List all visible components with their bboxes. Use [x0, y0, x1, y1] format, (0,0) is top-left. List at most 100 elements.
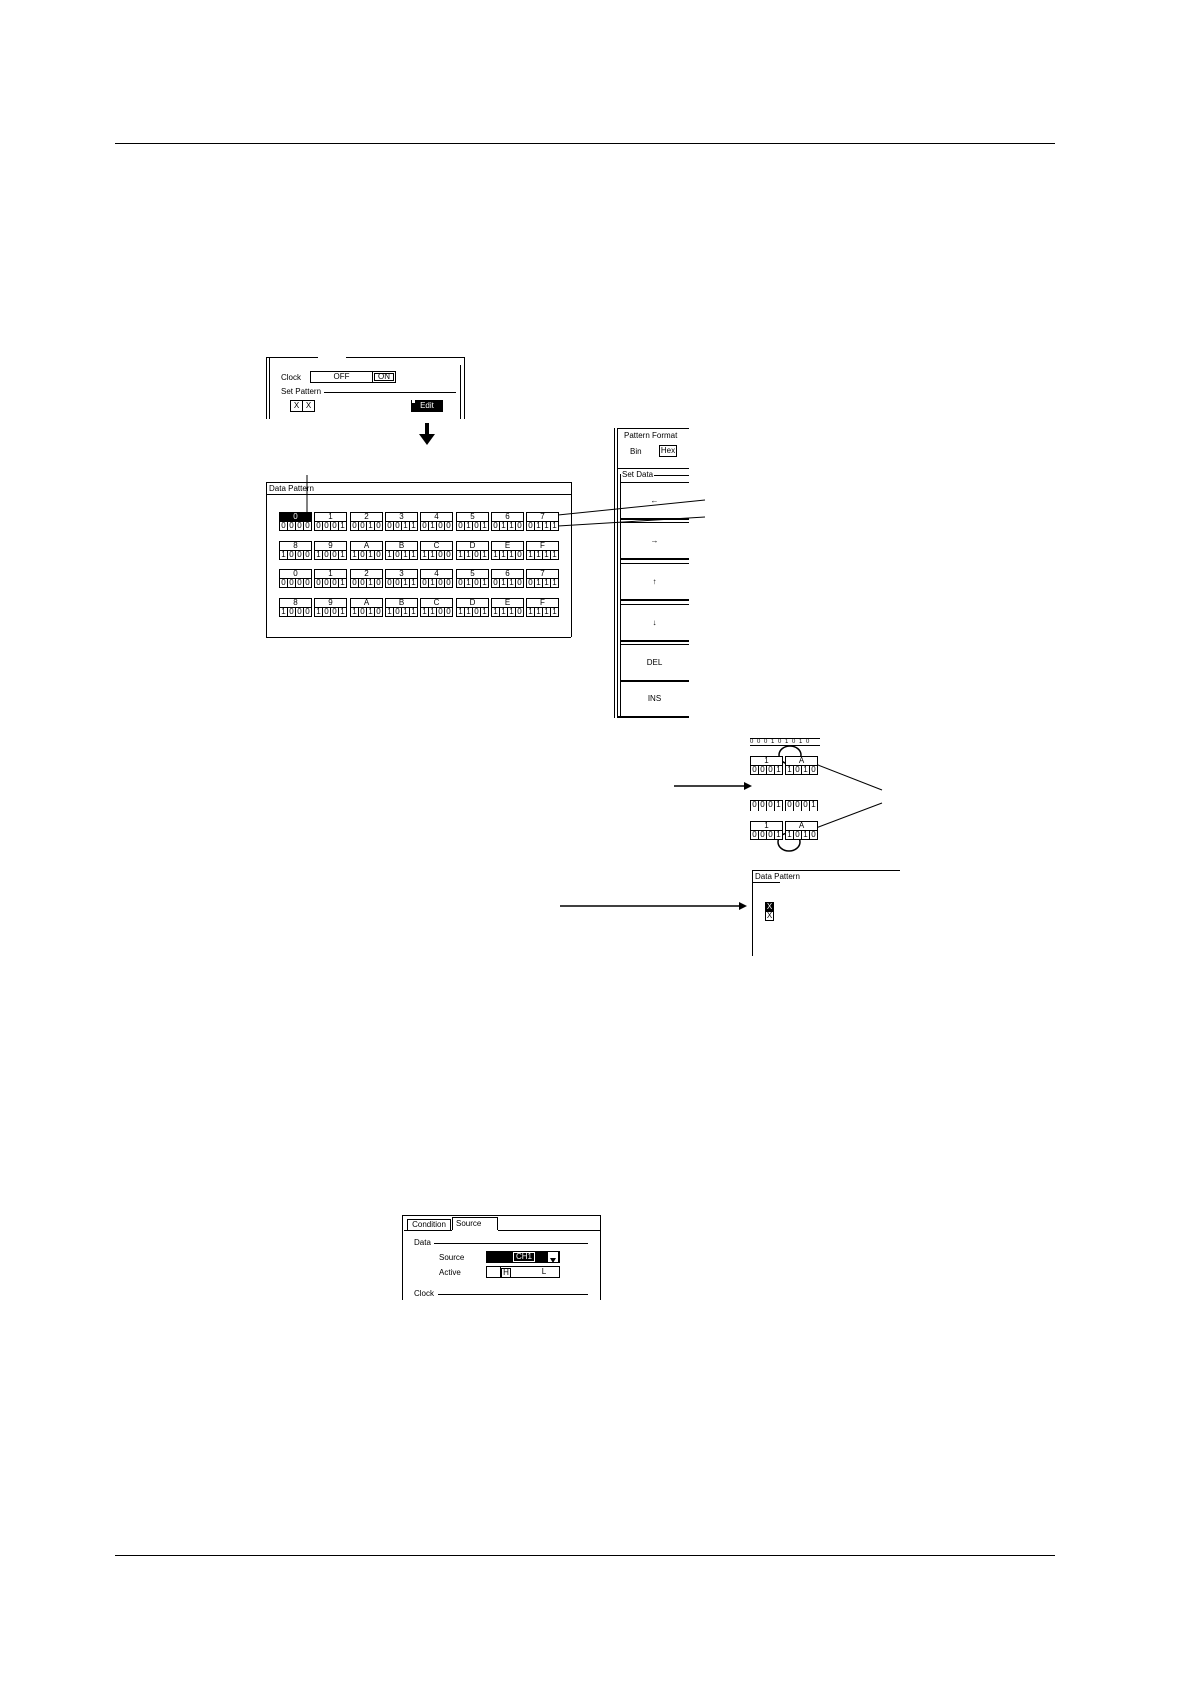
bit: 1 — [550, 521, 559, 531]
tab-source[interactable]: Source — [452, 1217, 498, 1230]
bit: 0 — [515, 550, 524, 560]
edit-button[interactable]: Edit — [411, 400, 443, 412]
cleared-pattern-detail: Data Pattern X X — [752, 870, 900, 956]
pattern-format-label: Pattern Format — [624, 431, 678, 440]
bit: 0 — [766, 801, 774, 811]
delete-key[interactable]: DEL — [620, 644, 689, 682]
active-toggle[interactable]: H L — [486, 1266, 560, 1278]
dialog-edge — [266, 357, 267, 419]
bit: 1 — [338, 578, 347, 588]
bit: 0 — [515, 607, 524, 617]
bit: 0 — [374, 607, 383, 617]
clock-label: Clock — [281, 373, 302, 382]
panel-edge — [617, 428, 618, 718]
before-cell: A 1 0 1 0 — [785, 756, 818, 776]
bit: 1 — [338, 607, 347, 617]
insert-key[interactable]: INS — [620, 680, 689, 718]
dialog-edge — [464, 357, 465, 419]
up-arrow-key[interactable]: ↑ — [620, 563, 689, 601]
format-hex-option[interactable]: Hex — [659, 445, 677, 457]
after-cell: A 1 0 1 0 — [785, 821, 818, 841]
active-high-option[interactable]: H — [501, 1268, 511, 1278]
window-edge — [266, 494, 571, 495]
left-arrow-key[interactable]: ← — [620, 482, 689, 520]
section-divider — [438, 1294, 588, 1295]
bit: 1 — [774, 830, 783, 840]
clock-on-option[interactable]: ON — [372, 371, 396, 383]
source-select[interactable]: CH1 — [486, 1251, 560, 1263]
active-low-option[interactable]: L — [541, 1267, 547, 1276]
trigger-settings-dialog: Clock OFF ON Set Pattern X X Edit — [266, 357, 466, 419]
bit: 0 — [785, 801, 793, 811]
format-bin-option[interactable]: Bin — [630, 447, 642, 456]
right-arrow-key[interactable]: → — [620, 522, 689, 560]
dialog-edge — [402, 1215, 403, 1300]
bit: 1 — [409, 578, 418, 588]
dialog-edge — [346, 357, 464, 358]
window-edge — [752, 870, 900, 871]
data-section-label: Data — [414, 1238, 431, 1247]
bit: 0 — [444, 550, 453, 560]
tab-baseline — [404, 1230, 452, 1231]
active-label: Active — [439, 1268, 461, 1277]
window-edge — [571, 482, 572, 637]
down-arrow-icon — [419, 423, 435, 445]
data-pattern-title: Data Pattern — [755, 872, 800, 881]
tab-condition[interactable]: Condition — [407, 1219, 451, 1230]
before-cell: 1 0 0 0 1 — [750, 756, 783, 776]
toggle-divider — [500, 1267, 501, 1277]
clock-off-option[interactable]: OFF — [310, 371, 373, 383]
section-divider — [324, 392, 456, 393]
after-cell: 1 0 0 0 1 — [750, 821, 783, 841]
set-data-label: Set Data — [622, 470, 654, 479]
source-value: CH1 — [513, 1252, 535, 1262]
pattern-value: X — [765, 911, 774, 921]
bit: 0 — [303, 550, 312, 560]
bit: 0 — [374, 521, 383, 531]
down-arrow-key[interactable]: ↓ — [620, 604, 689, 642]
